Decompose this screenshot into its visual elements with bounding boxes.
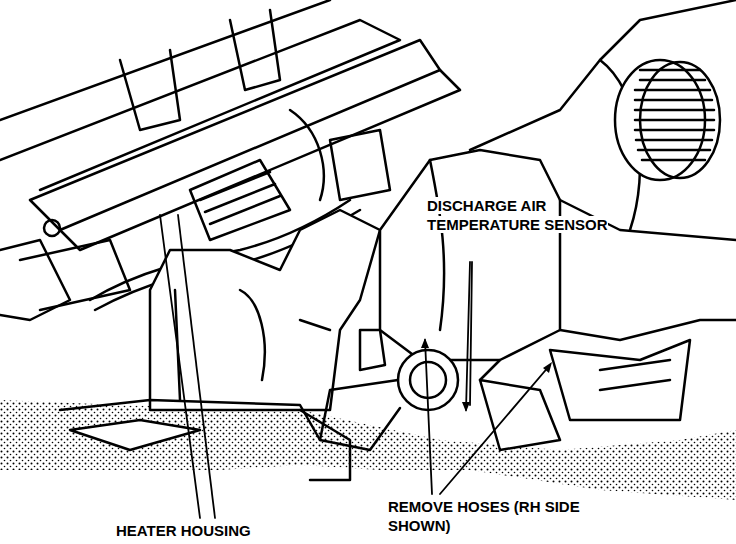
- part-label: HEATER HOUSING: [116, 521, 316, 540]
- part-label: REMOVE HOSES (RH SIDE SHOWN): [388, 497, 588, 535]
- label-text: REMOVE HOSES (RH SIDE SHOWN): [388, 498, 580, 534]
- part-label: DISCHARGE AIR TEMPERATURE SENSOR: [427, 196, 617, 234]
- label-text: DISCHARGE AIR TEMPERATURE SENSOR: [427, 197, 608, 233]
- label-text: HEATER HOUSING: [116, 522, 251, 539]
